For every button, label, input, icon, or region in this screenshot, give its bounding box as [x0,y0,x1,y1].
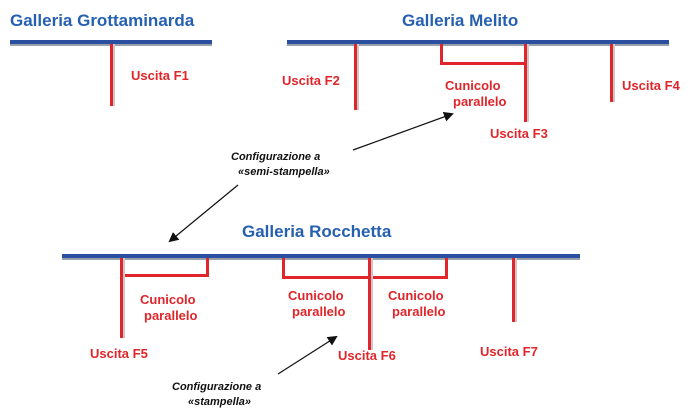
rocchetta-tunnel-mid-left [282,258,285,278]
label-f5: Uscita F5 [90,346,148,361]
shaft-f1 [110,44,113,106]
tube-rocchetta [62,254,580,260]
melito-tunnel-bottom [440,62,527,65]
melito-tunnel-left [440,44,443,64]
label-f7: Uscita F7 [480,344,538,359]
arrow-to-rocchetta [168,184,239,243]
label-f3: Uscita F3 [490,126,548,141]
rocchetta-mid-tunnel-label-1: Cunicolo [288,288,344,303]
label-f4: Uscita F4 [622,78,681,93]
rocchetta-tunnel-left-h [123,274,209,277]
rocchetta-left-tunnel-label-1: Cunicolo [140,292,196,307]
shaft-f7 [512,258,515,322]
shaft-f5 [120,258,123,338]
rocchetta-right-tunnel-label-2: parallelo [392,304,446,319]
note-semi-stampella-line2: «semi-stampella» [238,166,330,178]
rocchetta-mid-tunnel-label-2: parallelo [292,304,346,319]
note-semi-stampella-line1: Configurazione a [231,151,320,163]
shaft-f2 [354,44,357,110]
shaft-f4 [610,44,613,102]
rocchetta-tunnel-mid-h [282,276,448,279]
rocchetta-right-tunnel-label-1: Cunicolo [388,288,444,303]
note-stampella-line1: Configurazione a [172,381,261,393]
arrow-stampella [277,335,338,375]
title-rocchetta: Galleria Rocchetta [242,222,392,241]
title-grottaminarda: Galleria Grottaminarda [10,11,195,30]
label-f2: Uscita F2 [282,73,340,88]
exit-shafts [110,44,615,350]
shaft-f6 [368,258,371,350]
rocchetta-tunnel-mid-right [445,258,448,278]
shaft-f3 [524,44,527,122]
label-f6: Uscita F6 [338,348,396,363]
rocchetta-left-tunnel-label-2: parallelo [144,308,198,323]
note-stampella-line2: «stampella» [188,396,251,408]
title-melito: Galleria Melito [402,11,518,30]
melito-tunnel-label-1: Cunicolo [445,78,501,93]
melito-tunnel-label-2: parallelo [453,94,507,109]
arrow-to-melito [352,112,454,151]
rocchetta-tunnel-left-v [206,258,209,277]
tube-melito [287,40,669,46]
label-f1: Uscita F1 [131,68,189,83]
